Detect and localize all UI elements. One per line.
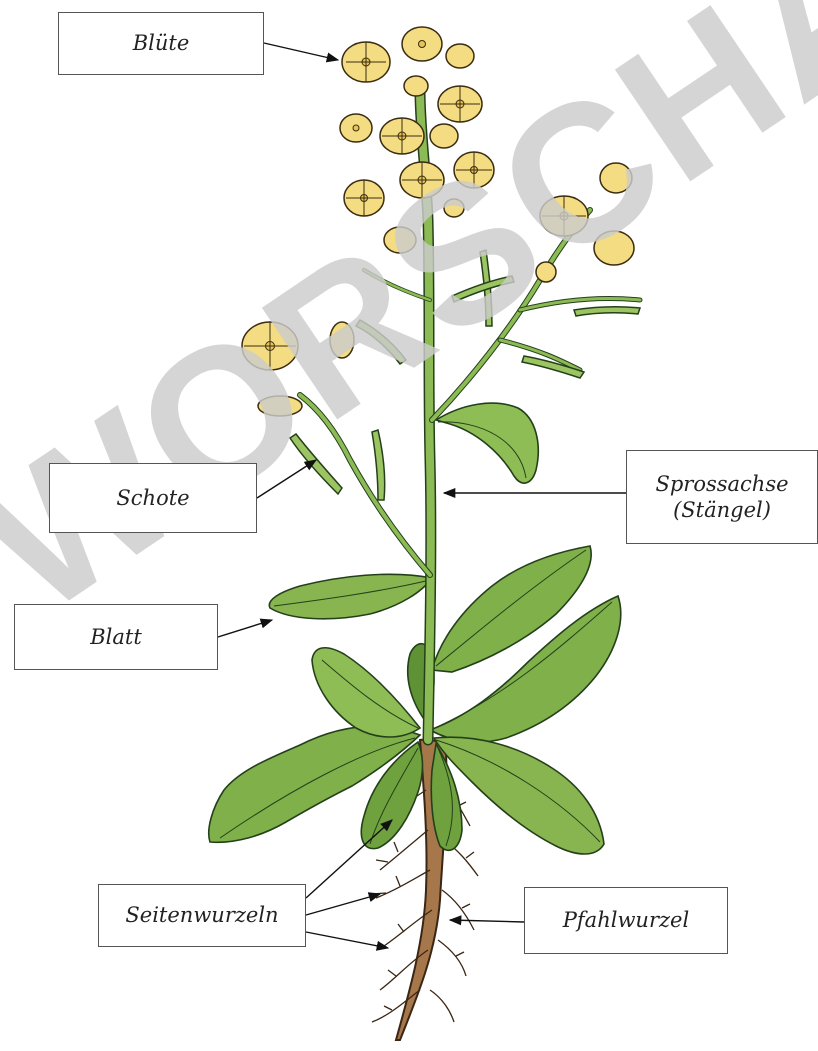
rosette-leaves — [209, 596, 621, 854]
label-sprossachse-line2: (Stängel) — [655, 497, 788, 523]
label-seitenwurzeln-text: Seitenwurzeln — [125, 902, 278, 928]
label-sprossachse-line1: Sprossachse — [655, 471, 788, 497]
arrow-seitenwurzeln-3 — [306, 932, 388, 948]
label-schote: Schote — [49, 463, 257, 533]
arrow-blatt — [218, 620, 272, 637]
label-pfahlwurzel: Pfahlwurzel — [524, 887, 728, 954]
arrow-bluete — [264, 43, 338, 60]
upper-leaf — [436, 403, 538, 483]
arrow-pfahlwurzel — [450, 920, 524, 922]
seed-pods — [290, 250, 640, 500]
label-pfahlwurzel-text: Pfahlwurzel — [563, 907, 689, 933]
label-bluete-text: Blüte — [133, 30, 190, 56]
label-blatt-text: Blatt — [90, 624, 142, 650]
label-schote-text: Schote — [116, 485, 189, 511]
arrow-seitenwurzeln-2 — [306, 894, 380, 915]
flower-left-cluster — [242, 322, 354, 416]
flower-right-cluster — [536, 163, 634, 282]
label-bluete: Blüte — [58, 12, 264, 75]
arrow-schote — [257, 460, 316, 498]
label-blatt: Blatt — [14, 604, 218, 670]
label-sprossachse: Sprossachse (Stängel) — [626, 450, 818, 544]
arrow-seitenwurzeln-1 — [306, 820, 392, 898]
flowers — [242, 27, 634, 416]
label-seitenwurzeln: Seitenwurzeln — [98, 884, 306, 947]
clasping-leaf-left — [269, 574, 432, 619]
